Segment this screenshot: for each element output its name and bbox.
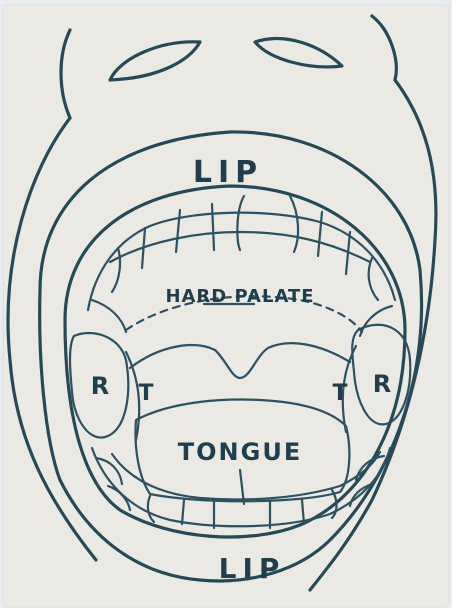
lower-tooth-2 [182,500,184,524]
label-lip-top: LIP [193,155,263,190]
molar-right-2 [369,258,378,300]
incisor-1 [176,210,180,252]
molar-left-1 [142,228,145,268]
soft-palate-arch [130,343,350,378]
lower-tooth-1 [148,496,154,522]
molar-right-3 [360,306,392,336]
molar-left-3 [92,300,126,332]
label-left-tonsil-R: R [91,372,109,400]
incisor-3 [237,196,244,250]
left-eye-shape [110,42,200,80]
head-ear-right [372,16,396,80]
label-lip-bottom: LIP [219,552,286,585]
head-outline [61,30,70,118]
label-left-tonsil-T: T [138,381,153,406]
label-right-tonsil-R: R [373,370,391,398]
incisor-5 [318,212,322,256]
incisor-4 [290,196,298,252]
label-tongue: TONGUE [178,438,302,466]
label-right-tonsil-T: T [332,381,347,406]
incisor-2 [212,204,214,250]
label-hard-palate: HARD PALATE [165,286,314,307]
right-eye-shape [255,39,342,67]
cheek-outline-left [8,118,96,560]
